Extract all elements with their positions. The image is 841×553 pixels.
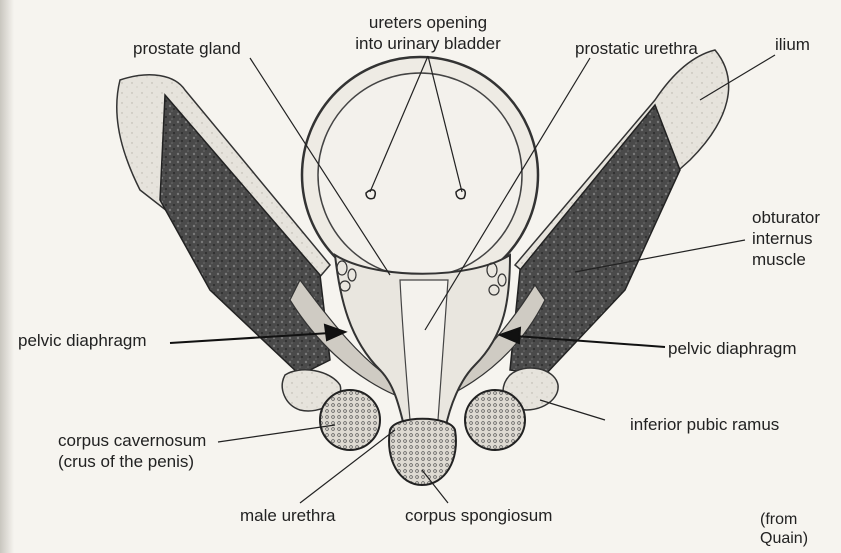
- label-corpus-cavernosum: corpus cavernosum (crus of the penis): [58, 430, 206, 472]
- right-corpus-cavernosum: [465, 390, 525, 450]
- label-corpus-spongiosum: corpus spongiosum: [405, 505, 552, 526]
- label-prostate-gland: prostate gland: [133, 38, 241, 59]
- label-obturator-line1: obturator: [752, 207, 820, 228]
- label-male-urethra: male urethra: [240, 505, 335, 526]
- label-corpus-cavernosum-line1: corpus cavernosum: [58, 430, 206, 451]
- label-ureters: ureters opening into urinary bladder: [318, 12, 538, 54]
- label-prostatic-urethra: prostatic urethra: [575, 38, 698, 59]
- left-corpus-cavernosum: [320, 390, 380, 450]
- label-inferior-pubic-ramus: inferior pubic ramus: [630, 414, 779, 435]
- label-source-credit: (from Quain): [760, 510, 808, 548]
- label-obturator-line2: internus: [752, 228, 820, 249]
- label-source-line2: Quain): [760, 529, 808, 548]
- label-ilium: ilium: [775, 34, 810, 55]
- label-pelvic-diaphragm-right: pelvic diaphragm: [668, 338, 797, 359]
- corpus-spongiosum: [389, 419, 456, 485]
- label-corpus-cavernosum-line2: (crus of the penis): [58, 451, 206, 472]
- label-obturator-internus: obturator internus muscle: [752, 207, 820, 270]
- label-ureters-line1: ureters opening: [318, 12, 538, 33]
- label-pelvic-diaphragm-left: pelvic diaphragm: [18, 330, 147, 351]
- label-source-line1: (from: [760, 510, 808, 529]
- label-obturator-line3: muscle: [752, 249, 820, 270]
- bladder-lumen: [318, 73, 522, 277]
- label-ureters-line2: into urinary bladder: [318, 33, 538, 54]
